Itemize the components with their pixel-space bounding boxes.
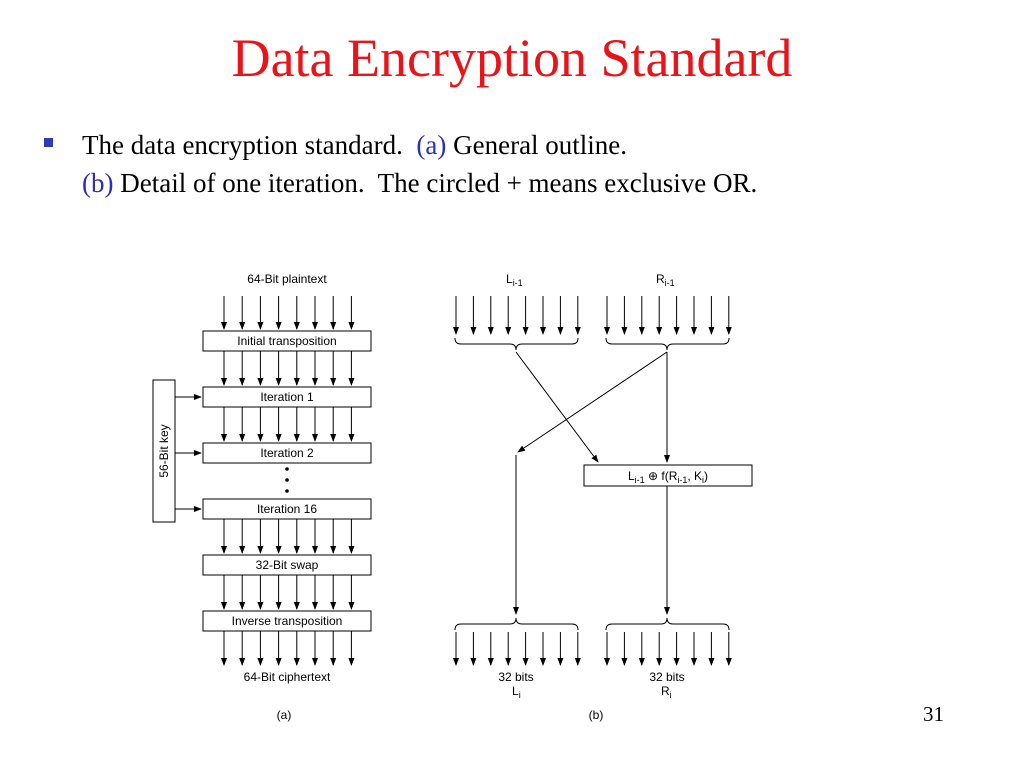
bullet-line-2: (b) Detail of one iteration. The circled… — [82, 164, 757, 202]
right-out-label: Ri — [661, 684, 672, 700]
bullet-line-1-text: The data encryption standard. — [82, 130, 417, 160]
iteration-2-label: Iteration 2 — [260, 446, 314, 460]
function-box: Li-1 ⊕ f(Ri-1, Ki) — [583, 464, 753, 487]
bullet-tag-a: (a) — [416, 130, 447, 160]
right-out-bits: 32 bits — [649, 670, 684, 684]
bullet-line-1-rest: General outline. — [446, 130, 628, 160]
diagram-a: 64-Bit plaintext Initial transposition I… — [152, 272, 372, 722]
function-label: Li-1 ⊕ f(Ri-1, Ki) — [628, 469, 708, 485]
key-box: 56-Bit key — [152, 379, 176, 523]
ciphertext-label: 64-Bit ciphertext — [244, 670, 331, 684]
ellipsis-dots — [285, 467, 289, 493]
diagram-b: Li-1 Ri-1 Li-1 ⊕ f(Ri-1, Ki) — [453, 272, 753, 722]
r-input-label: Ri-1 — [656, 272, 675, 288]
iteration-1-box: Iteration 1 — [202, 386, 372, 408]
caption-a: (a) — [277, 708, 292, 722]
plaintext-label: 64-Bit plaintext — [247, 272, 327, 286]
iteration-16-box: Iteration 16 — [202, 498, 372, 520]
bullet-tag-b: (b) — [82, 168, 114, 198]
iteration-2-box: Iteration 2 — [202, 442, 372, 464]
key-label: 56-Bit key — [157, 424, 171, 477]
brace-group — [454, 337, 730, 631]
slide-title: Data Encryption Standard — [231, 28, 793, 88]
iteration-1-label: Iteration 1 — [260, 390, 314, 404]
arrow-group-b — [453, 296, 732, 666]
arrow-group — [221, 296, 355, 666]
flow-lines — [513, 351, 670, 615]
caption-b: (b) — [589, 708, 604, 722]
left-out-bits: 32 bits — [498, 670, 533, 684]
left-out-label: Li — [512, 684, 521, 700]
iteration-16-label: Iteration 16 — [257, 502, 317, 516]
bullet-item: The data encryption standard. (a) Genera… — [82, 126, 757, 202]
swap-label: 32-Bit swap — [256, 558, 319, 572]
key-arrows — [175, 394, 202, 512]
bullet-line-1: The data encryption standard. (a) Genera… — [82, 126, 757, 164]
page-number: 31 — [923, 702, 944, 726]
bullet-line-2-rest: Detail of one iteration. The circled + m… — [113, 168, 758, 198]
swap-box: 32-Bit swap — [202, 554, 372, 576]
initial-transposition-box: Initial transposition — [202, 330, 372, 352]
inverse-transposition-box: Inverse transposition — [202, 610, 372, 632]
inverse-transposition-label: Inverse transposition — [232, 614, 343, 628]
initial-transposition-label: Initial transposition — [237, 334, 336, 348]
l-input-label: Li-1 — [506, 272, 523, 288]
square-bullet-icon — [44, 138, 53, 147]
